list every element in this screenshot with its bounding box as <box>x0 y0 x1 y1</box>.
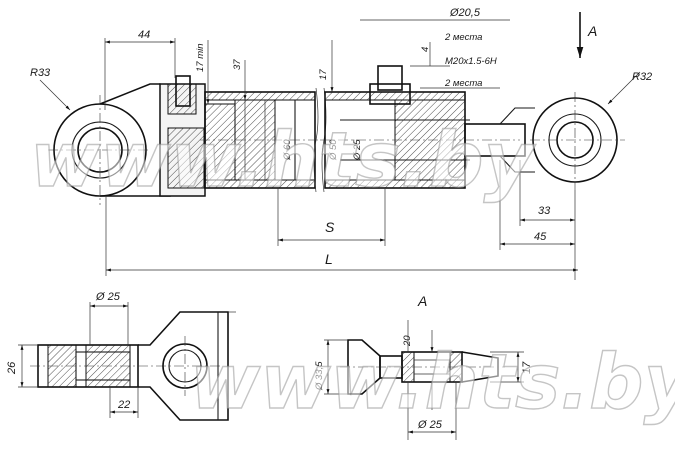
note-2places-a: 2 места <box>444 32 482 43</box>
top-view: 44 17 min 37 R33 17 Ø 60 Ø 50 Ø 25 Ø20,5… <box>30 7 652 280</box>
dim-d60: Ø 60 <box>282 139 293 161</box>
dim-37: 37 <box>232 59 243 70</box>
dim-R32: R32 <box>632 71 652 83</box>
dim-17min: 17 min <box>195 43 206 72</box>
dim-17-bottom: 17 <box>521 361 533 374</box>
dim-33: 33 <box>538 205 551 217</box>
piston-rod <box>464 107 535 173</box>
cylinder-head <box>159 75 236 197</box>
thread-spec: M20x1.5-6H <box>445 56 497 67</box>
dim-22: 22 <box>117 399 130 411</box>
view-A-label: A <box>587 23 597 39</box>
bottom-left-view: Ø 25 26 22 <box>6 291 236 421</box>
watermark-bottom: www.hts.by <box>190 337 675 426</box>
dimension-lines-top <box>39 12 641 280</box>
dim-d25: Ø 25 <box>352 139 363 161</box>
dim-45: 45 <box>534 231 547 243</box>
dim-20: 20 <box>402 335 413 347</box>
dim-17: 17 <box>318 69 329 80</box>
dim-S: S <box>325 219 335 235</box>
dim-d25-bottom: Ø 25 <box>417 419 443 431</box>
dim-4: 4 <box>420 47 431 52</box>
dim-d50: Ø 50 <box>328 139 339 161</box>
dim-R33: R33 <box>30 67 51 79</box>
bottom-right-view-A: A 20 Ø 33,5 17 Ø 25 <box>314 293 533 440</box>
cylinder-barrel-left <box>200 91 320 189</box>
dim-d20-5: Ø20,5 <box>449 7 481 19</box>
dim-L: L <box>325 251 333 267</box>
dim-26: 26 <box>6 361 18 375</box>
dim-44: 44 <box>138 29 150 41</box>
dim-d25-left: Ø 25 <box>95 291 121 303</box>
view-A-bottom-label: A <box>417 293 427 309</box>
note-2places-b: 2 места <box>444 78 482 89</box>
dim-d33-5: Ø 33,5 <box>314 361 325 391</box>
right-rod-eye <box>530 92 625 190</box>
watermark-top: www.hts.by <box>30 115 537 204</box>
